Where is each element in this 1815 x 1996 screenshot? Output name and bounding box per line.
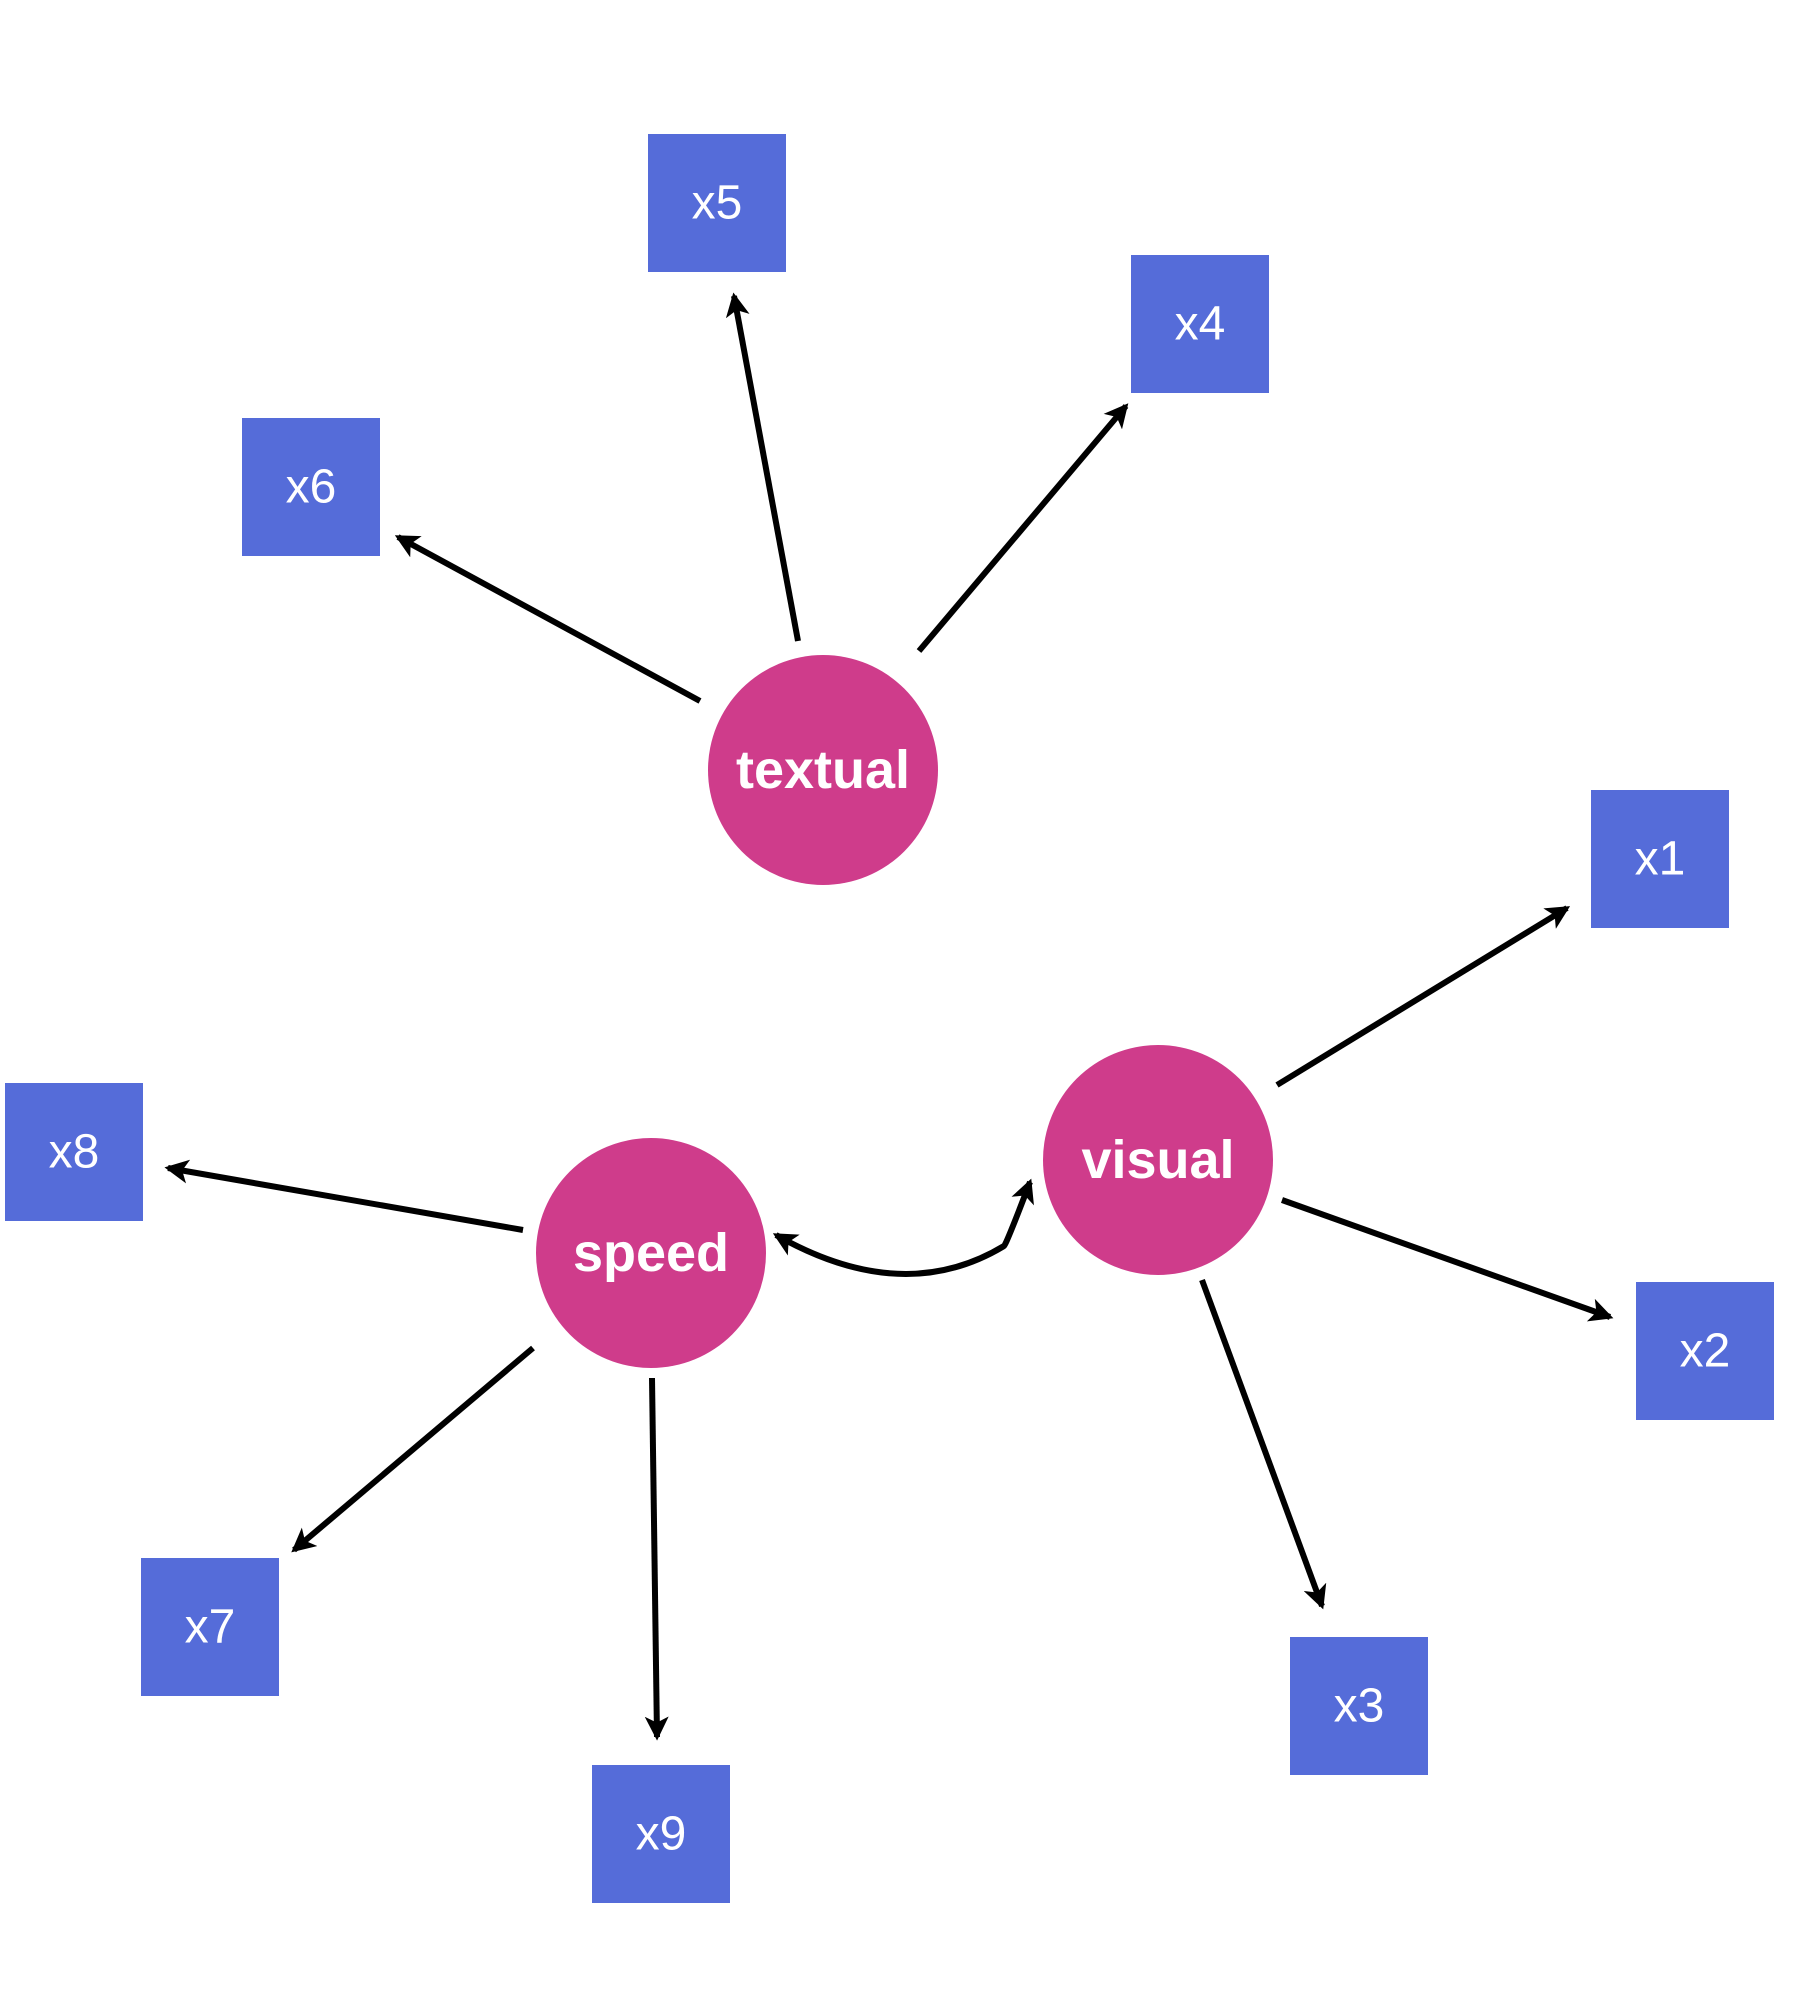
node-x3[interactable]: x3 xyxy=(1290,1637,1428,1775)
edge-speed-x8 xyxy=(164,1159,524,1233)
node-textual[interactable]: textual xyxy=(708,655,938,885)
node-x4-label: x4 xyxy=(1175,298,1226,351)
node-textual-label: textual xyxy=(736,740,910,800)
edge-textual-x4 xyxy=(916,403,1129,653)
edge-speed-visual-covariance xyxy=(772,1178,1034,1277)
node-x6[interactable]: x6 xyxy=(242,418,380,556)
node-x2-label: x2 xyxy=(1680,1325,1731,1378)
node-x5[interactable]: x5 xyxy=(648,134,786,272)
node-x8[interactable]: x8 xyxy=(5,1083,143,1221)
node-x5-label: x5 xyxy=(692,177,743,230)
node-x9[interactable]: x9 xyxy=(592,1765,730,1903)
node-x6-box xyxy=(242,418,380,556)
node-x7-label: x7 xyxy=(185,1601,236,1654)
edge-visual-x2 xyxy=(1280,1197,1614,1322)
node-speed-label: speed xyxy=(573,1223,729,1283)
latent-nodes: textual visual speed xyxy=(536,655,1273,1368)
node-x2[interactable]: x2 xyxy=(1636,1282,1774,1420)
edge-speed-x9 xyxy=(644,1377,669,1741)
edge-textual-x6 xyxy=(394,534,702,704)
edge-speed-x7 xyxy=(291,1345,535,1553)
node-visual[interactable]: visual xyxy=(1043,1045,1273,1275)
node-x2-box xyxy=(1636,1282,1774,1420)
node-x3-box xyxy=(1290,1637,1428,1775)
node-x5-box xyxy=(648,134,786,272)
node-x4[interactable]: x4 xyxy=(1131,255,1269,393)
node-x3-label: x3 xyxy=(1334,1680,1385,1733)
node-x7-box xyxy=(141,1558,279,1696)
node-x1-label: x1 xyxy=(1635,833,1686,886)
node-speed[interactable]: speed xyxy=(536,1138,766,1368)
edges xyxy=(164,292,1614,1741)
node-x8-box xyxy=(5,1083,143,1221)
edge-visual-x1 xyxy=(1275,905,1571,1088)
node-x7[interactable]: x7 xyxy=(141,1558,279,1696)
node-visual-circle xyxy=(1043,1045,1273,1275)
node-textual-circle xyxy=(708,655,938,885)
node-x4-box xyxy=(1131,255,1269,393)
edge-textual-x5 xyxy=(725,292,801,642)
observed-nodes: x1 x2 x3 x4 x5 x6 x7 x8 xyxy=(5,134,1774,1903)
node-x9-box xyxy=(592,1765,730,1903)
node-x9-label: x9 xyxy=(636,1808,687,1861)
node-visual-label: visual xyxy=(1081,1130,1234,1190)
node-x1-box xyxy=(1591,790,1729,928)
node-x6-label: x6 xyxy=(286,461,337,514)
node-x1[interactable]: x1 xyxy=(1591,790,1729,928)
edge-visual-x3 xyxy=(1199,1278,1327,1610)
node-speed-circle xyxy=(536,1138,766,1368)
node-x8-label: x8 xyxy=(49,1126,100,1179)
